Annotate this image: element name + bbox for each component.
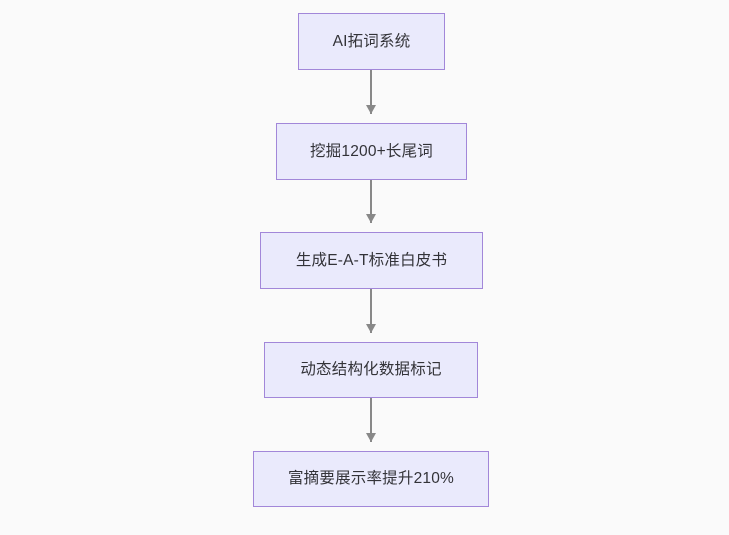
flow-node-2[interactable]: 挖掘1200+长尾词 — [276, 123, 467, 180]
flow-node-3[interactable]: 生成E-A-T标准白皮书 — [260, 232, 483, 289]
flow-node-3-label: 生成E-A-T标准白皮书 — [295, 251, 448, 269]
flow-node-4-label: 动态结构化数据标记 — [300, 361, 442, 379]
connector-line-2 — [370, 180, 372, 223]
flow-node-1-label: AI拓词系统 — [332, 32, 411, 50]
flow-node-5[interactable]: 富摘要展示率提升210% — [253, 451, 489, 507]
arrowhead-icon-4 — [366, 433, 376, 442]
flow-node-4[interactable]: 动态结构化数据标记 — [264, 342, 478, 398]
connector-line-3 — [370, 289, 372, 333]
arrowhead-icon-3 — [366, 324, 376, 333]
flow-node-2-label: 挖掘1200+长尾词 — [309, 142, 434, 160]
flow-node-5-label: 富摘要展示率提升210% — [287, 470, 455, 488]
connector-line-1 — [370, 70, 372, 114]
arrowhead-icon-2 — [366, 214, 376, 223]
connector-line-4 — [370, 398, 372, 442]
flow-node-1[interactable]: AI拓词系统 — [298, 13, 445, 70]
arrowhead-icon-1 — [366, 105, 376, 114]
